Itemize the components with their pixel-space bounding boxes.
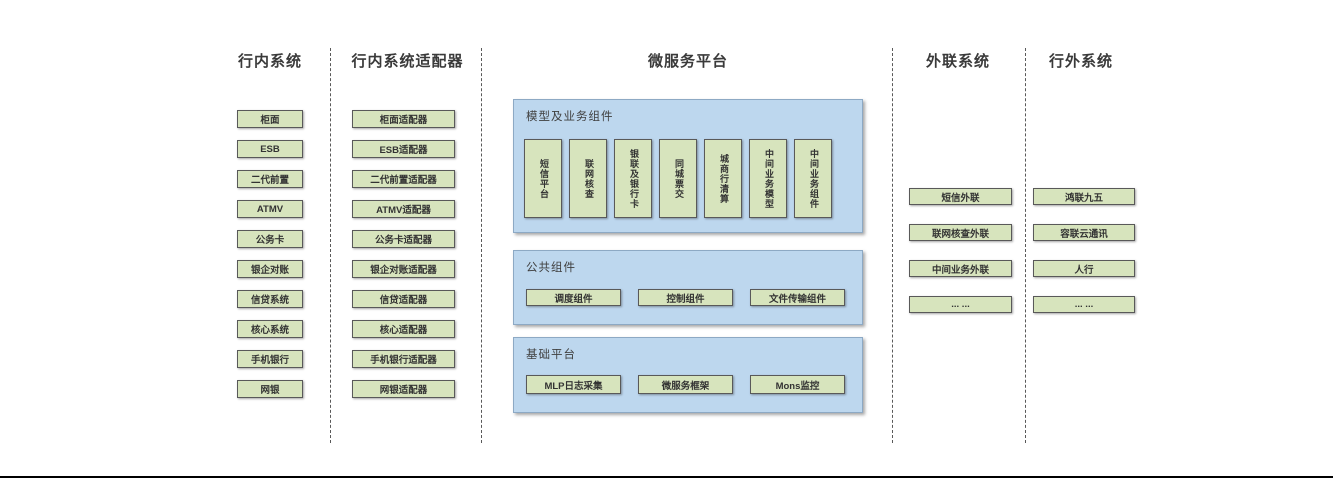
adapter-box: 核心适配器 bbox=[352, 320, 455, 338]
internal-system-box: 信贷系统 bbox=[237, 290, 303, 308]
outside-system-box: ... ... bbox=[1033, 296, 1135, 313]
internal-system-box: 二代前置 bbox=[237, 170, 303, 188]
internal-system-box: 网银 bbox=[237, 380, 303, 398]
adapter-box: 公务卡适配器 bbox=[352, 230, 455, 248]
internal-system-box: 核心系统 bbox=[237, 320, 303, 338]
model-business-component-box: 中间业务组件 bbox=[794, 139, 832, 218]
panel-model-business-components: 模型及业务组件 短信平台联网核查银联及银行卡同城票交城商行清算中间业务模型中间业… bbox=[513, 99, 863, 233]
internal-system-box: ATMV bbox=[237, 200, 303, 218]
adapter-box: 柜面适配器 bbox=[352, 110, 455, 128]
model-business-component-box: 短信平台 bbox=[524, 139, 562, 218]
adapter-box: 手机银行适配器 bbox=[352, 350, 455, 368]
external-link-system-box: 短信外联 bbox=[909, 188, 1012, 205]
column-header-microservice-platform: 微服务平台 bbox=[647, 53, 728, 70]
column-divider bbox=[481, 48, 482, 443]
adapter-box: 二代前置适配器 bbox=[352, 170, 455, 188]
column-header-internal-systems: 行内系统 bbox=[237, 53, 302, 70]
column-header-internal-adapters: 行内系统适配器 bbox=[351, 53, 464, 70]
adapter-box: 银企对账适配器 bbox=[352, 260, 455, 278]
external-link-system-box: 中间业务外联 bbox=[909, 260, 1012, 277]
outside-systems-list: 鸿联九五容联云通讯人行 ... ... bbox=[1033, 188, 1135, 313]
internal-system-box: 公务卡 bbox=[237, 230, 303, 248]
common-component-box: 调度组件 bbox=[526, 289, 621, 306]
model-business-component-box: 银联及银行卡 bbox=[614, 139, 652, 218]
column-divider bbox=[330, 48, 331, 443]
common-component-box: 文件传输组件 bbox=[750, 289, 845, 306]
panel-label: 基础平台 bbox=[526, 349, 576, 361]
outside-system-box: 人行 bbox=[1033, 260, 1135, 277]
panel-label: 模型及业务组件 bbox=[526, 111, 614, 123]
column-divider bbox=[892, 48, 893, 443]
outside-system-box: 容联云通讯 bbox=[1033, 224, 1135, 241]
column-header-outside-systems: 行外系统 bbox=[1048, 53, 1113, 70]
panel-label: 公共组件 bbox=[526, 262, 576, 274]
adapter-box: ESB适配器 bbox=[352, 140, 455, 158]
common-components-list: 调度组件控制组件文件传输组件 bbox=[526, 289, 845, 306]
common-component-box: 控制组件 bbox=[638, 289, 733, 306]
model-business-component-box: 城商行清算 bbox=[704, 139, 742, 218]
base-platform-component-box: 微服务框架 bbox=[638, 375, 733, 394]
base-platform-component-box: Mons监控 bbox=[750, 375, 845, 394]
adapter-box: ATMV适配器 bbox=[352, 200, 455, 218]
column-header-external-link-systems: 外联系统 bbox=[925, 53, 990, 70]
base-platform-components-list: MLP日志采集微服务框架 Mons监控 bbox=[526, 375, 845, 394]
internal-system-box: 银企对账 bbox=[237, 260, 303, 278]
internal-system-box: ESB bbox=[237, 140, 303, 158]
adapter-box: 信贷适配器 bbox=[352, 290, 455, 308]
panel-base-platform: 基础平台 MLP日志采集微服务框架 Mons监控 bbox=[513, 337, 863, 413]
external-link-system-box: 联网核查外联 bbox=[909, 224, 1012, 241]
model-business-component-box: 联网核查 bbox=[569, 139, 607, 218]
model-business-component-box: 中间业务模型 bbox=[749, 139, 787, 218]
model-business-components-list: 短信平台联网核查银联及银行卡同城票交城商行清算中间业务模型中间业务组件 bbox=[524, 139, 832, 218]
bottom-rule bbox=[0, 476, 1333, 478]
external-link-systems-list: 短信外联联网核查外联中间业务外联 ... ... bbox=[909, 188, 1012, 313]
adapter-box: 网银适配器 bbox=[352, 380, 455, 398]
model-business-component-box: 同城票交 bbox=[659, 139, 697, 218]
column-divider bbox=[1025, 48, 1026, 443]
internal-adapters-list: 柜面适配器 ESB适配器二代前置适配器 ATMV适配器公务卡适配器银企对账适配器信贷… bbox=[352, 110, 455, 398]
base-platform-component-box: MLP日志采集 bbox=[526, 375, 621, 394]
internal-system-box: 柜面 bbox=[237, 110, 303, 128]
panel-common-components: 公共组件 调度组件控制组件文件传输组件 bbox=[513, 250, 863, 325]
internal-system-box: 手机银行 bbox=[237, 350, 303, 368]
external-link-system-box: ... ... bbox=[909, 296, 1012, 313]
outside-system-box: 鸿联九五 bbox=[1033, 188, 1135, 205]
internal-systems-list: 柜面 ESB 二代前置 ATMV 公务卡银企对账信贷系统核心系统手机银行网银 bbox=[237, 110, 303, 398]
